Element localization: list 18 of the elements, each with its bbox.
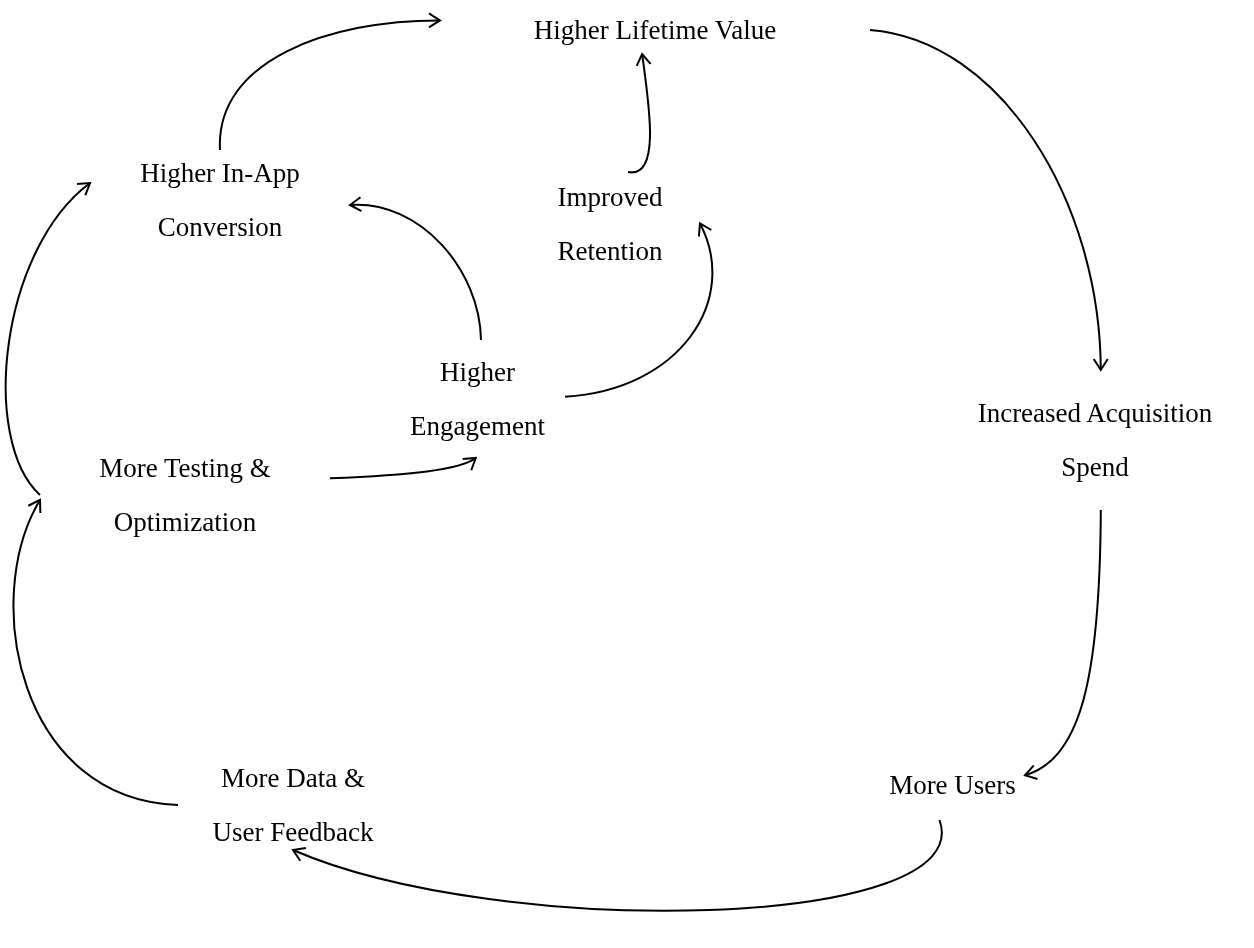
arrow [292,819,941,912]
arrow [1024,509,1102,779]
arrow [349,197,482,341]
node-label: Higher Lifetime Value [533,14,777,47]
node-label: More Data & User Feedback [211,762,375,849]
node-label: Increased Acquisition Spend [976,397,1214,484]
arrow [564,222,713,398]
node-label: More Users [889,769,1016,802]
arrow [13,498,179,806]
arrow [627,53,652,173]
arrow [4,182,91,496]
node-label: Higher In-App Conversion [139,157,301,244]
arrow [219,12,441,151]
arrow [869,29,1109,371]
node-label: Higher Engagement [409,356,546,443]
node-label: More Testing & Optimization [98,452,272,539]
arrow [329,456,477,480]
node-label: Improved Retention [556,180,664,268]
